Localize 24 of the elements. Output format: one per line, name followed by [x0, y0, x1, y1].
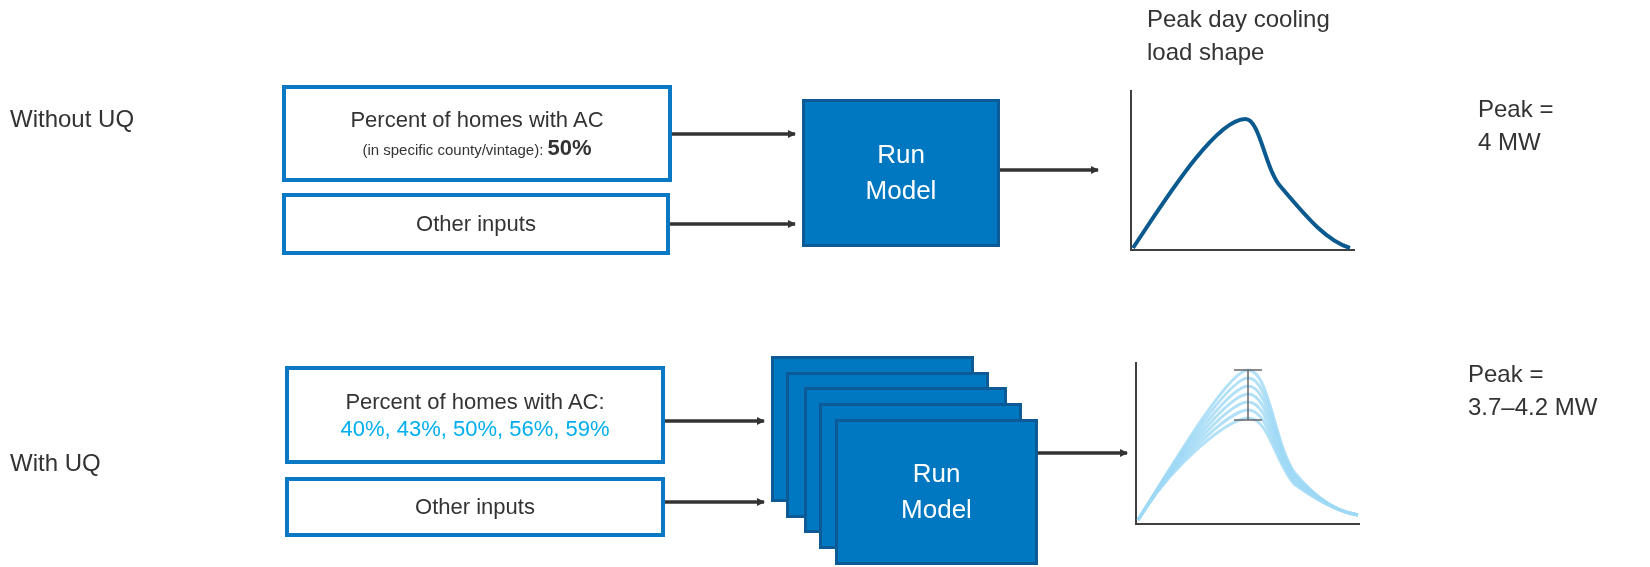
input-box [282, 85, 672, 182]
text-label: Peak = 3.7–4.2 MW [1468, 359, 1599, 422]
arrow [1038, 449, 1128, 457]
arrow [672, 130, 796, 138]
arrow [665, 498, 765, 506]
arrow [670, 220, 796, 228]
box-text: Run Model [900, 457, 973, 526]
box-text: 40%, 43%, 50%, 56%, 59% [340, 415, 610, 443]
box-text: (in specific county/vintage): 50% [362, 133, 592, 161]
text-label: Peak = 4 MW [1478, 94, 1555, 157]
process-box [802, 99, 1000, 247]
box-text: Other inputs [416, 210, 536, 238]
box-text: Run Model [864, 138, 938, 207]
arrow [1000, 166, 1099, 174]
input-box [285, 366, 665, 464]
box-text: Other inputs [415, 493, 535, 521]
box-text: Percent of homes with AC [350, 106, 604, 134]
chart-title: Peak day cooling load shape [1147, 4, 1331, 67]
input-box [282, 193, 670, 255]
arrow [665, 417, 765, 425]
text-label: Without UQ [10, 104, 136, 134]
text-label: With UQ [10, 448, 102, 478]
box-text: Percent of homes with AC: [345, 387, 605, 415]
input-box [285, 477, 665, 537]
